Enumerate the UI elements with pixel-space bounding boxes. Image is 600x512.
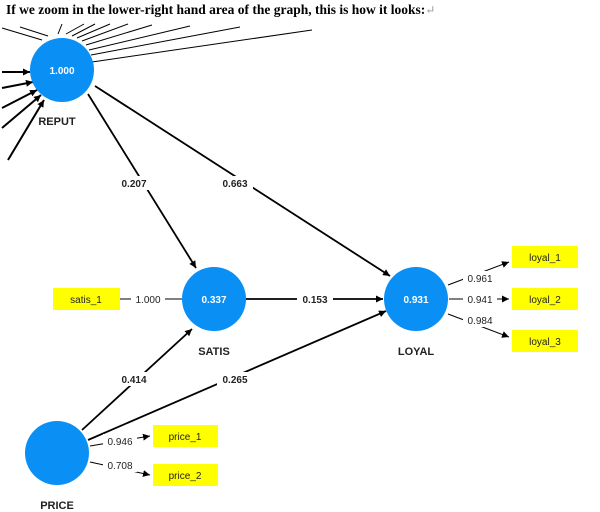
construct-satis-value: 0.337 — [201, 295, 226, 306]
indicator-loyal-1: loyal_1 — [512, 246, 578, 268]
loading-loyal-2: 0.941 — [467, 295, 492, 306]
construct-reput-label: REPUT — [38, 116, 76, 128]
indicator-loyal-3-label: loyal_3 — [529, 337, 561, 348]
indicator-satis-1: satis_1 — [53, 288, 120, 310]
loading-price-1: 0.946 — [107, 437, 132, 448]
indicator-loyal-1-label: loyal_1 — [529, 253, 561, 264]
indicator-price-1: price_1 — [153, 425, 218, 447]
indicator-loyal-2: loyal_2 — [512, 288, 578, 310]
loading-price-2: 0.708 — [107, 461, 132, 472]
indicator-price-2: price_2 — [153, 464, 218, 486]
loading-loyal-3: 0.984 — [467, 316, 492, 327]
construct-satis-label: SATIS — [198, 346, 230, 358]
construct-loyal-value: 0.931 — [403, 295, 428, 306]
construct-satis: 0.337 SATIS — [182, 267, 246, 358]
coef-price-satis: 0.414 — [121, 375, 146, 386]
caption-text: If we zoom in the lower-right hand area … — [6, 2, 426, 17]
coef-price-loyal: 0.265 — [222, 375, 247, 386]
coef-satis-loyal: 0.153 — [302, 295, 327, 306]
coef-reput-loyal: 0.663 — [222, 179, 247, 190]
indicator-satis-1-label: satis_1 — [70, 295, 102, 306]
construct-loyal: 0.931 LOYAL — [384, 267, 448, 358]
paragraph-mark-icon: ↵ — [425, 3, 436, 17]
reput-indicator-lines — [1, 23, 313, 63]
indicator-price-2-label: price_2 — [169, 471, 202, 482]
loading-loyal-1: 0.961 — [467, 274, 492, 285]
construct-reput-value: 1.000 — [49, 66, 74, 77]
construct-reput: 1.000 REPUT — [30, 38, 94, 128]
caption: If we zoom in the lower-right hand area … — [6, 2, 435, 18]
indicator-loyal-3: loyal_3 — [512, 330, 578, 352]
reput-incoming-arrows — [1, 68, 45, 161]
indicator-loyal-2-label: loyal_2 — [529, 295, 561, 306]
indicator-price-1-label: price_1 — [169, 432, 202, 443]
coef-reput-satis: 0.207 — [121, 179, 146, 190]
construct-price-label: PRICE — [40, 500, 74, 512]
construct-price: PRICE — [25, 421, 89, 512]
construct-loyal-label: LOYAL — [398, 346, 435, 358]
loading-satis-1: 1.000 — [135, 295, 160, 306]
